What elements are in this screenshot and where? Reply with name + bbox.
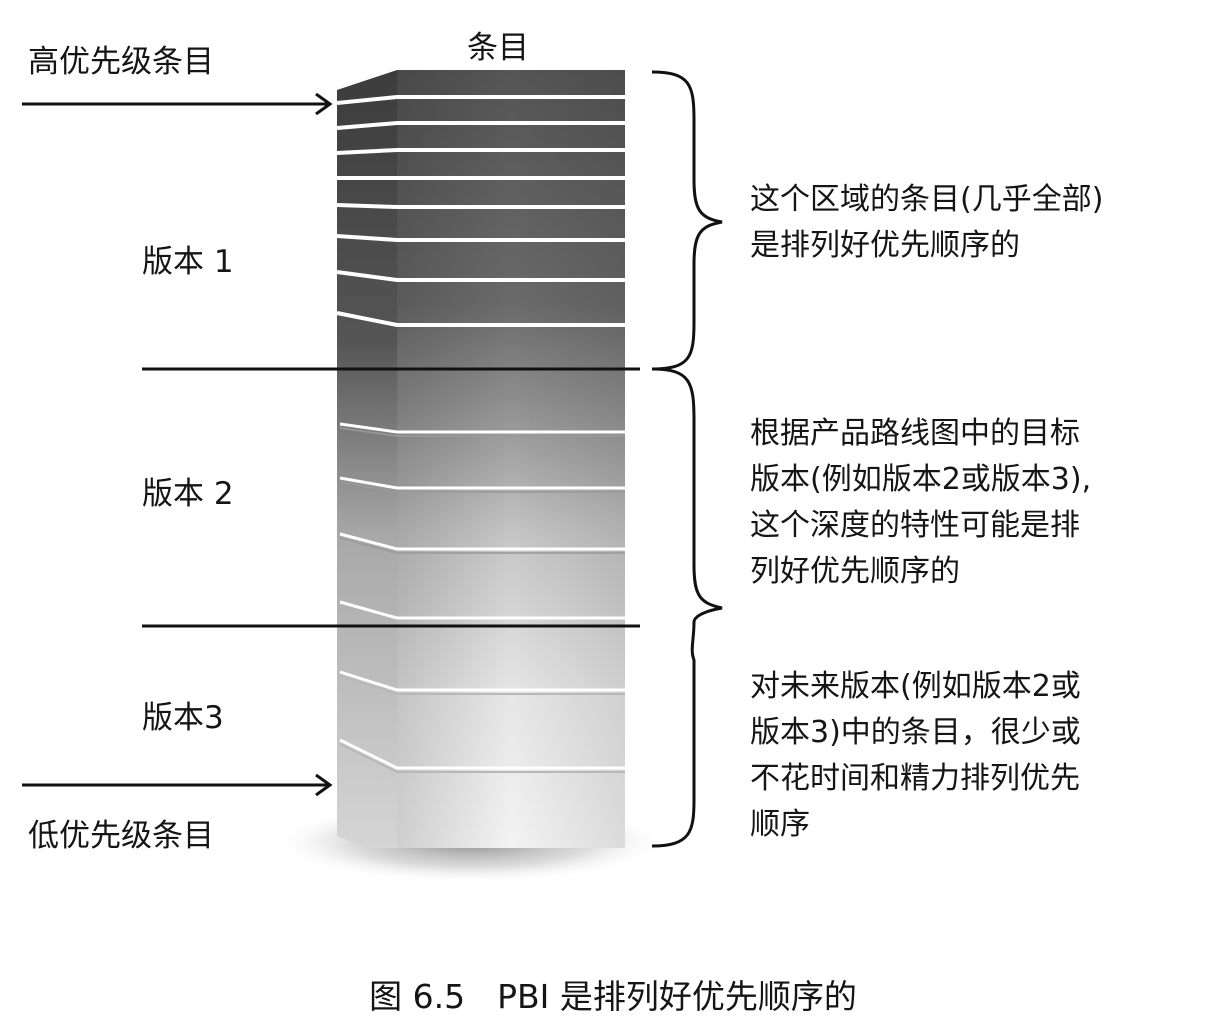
items-column-label: 条目 <box>467 30 529 66</box>
release-3-note: 对未来版本(例如版本2或 版本3)中的条目，很少或 不花时间和精力排列优先 顺序 <box>750 664 1081 848</box>
release-1-label: 版本 1 <box>142 244 234 280</box>
release-3-note-line: 版本3)中的条目，很少或 <box>750 715 1081 750</box>
stack-front-shade <box>397 70 625 848</box>
release-1-note-line: 是排列好优先顺序的 <box>750 228 1020 263</box>
release-2-note-line: 这个深度的特性可能是排 <box>750 508 1080 543</box>
release-3-label: 版本3 <box>142 700 224 736</box>
low-priority-arrow <box>22 773 333 797</box>
release-3-note-line: 不花时间和精力排列优先 <box>750 761 1080 796</box>
release-2-item-shadows <box>339 427 625 554</box>
release-2-note: 根据产品路线图中的目标 版本(例如版本2或版本3), 这个深度的特性可能是排 列… <box>750 411 1091 595</box>
release-2-note-line: 版本(例如版本2或版本3), <box>750 462 1092 497</box>
release-3-item-separators <box>339 670 625 770</box>
release-3-item-shadows <box>339 675 625 773</box>
figure-caption: 图 6.5 PBI 是排列好优先顺序的 <box>0 970 1226 1018</box>
high-priority-label: 高优先级条目 <box>28 44 214 80</box>
release-1-note-line: 这个区域的条目(几乎全部) <box>750 182 1104 217</box>
release-1-item-separators <box>336 95 625 327</box>
high-priority-arrow <box>22 92 333 116</box>
stack-side-face <box>337 70 397 848</box>
low-priority-label: 低优先级条目 <box>28 818 214 854</box>
figure-number: 图 6.5 <box>369 977 466 1016</box>
release-3-note-line: 对未来版本(例如版本2或 <box>750 669 1081 704</box>
release-1-brace <box>651 70 723 371</box>
release-2-note-line: 根据产品路线图中的目标 <box>750 416 1080 451</box>
release-2-brace-visible <box>651 367 723 623</box>
release-2-label: 版本 2 <box>142 476 234 512</box>
release-3-note-line: 顺序 <box>750 807 810 842</box>
release-2-item-separators <box>339 422 625 620</box>
release-3-brace <box>651 621 696 848</box>
release-2-note-line: 列好优先顺序的 <box>750 554 960 589</box>
figure-caption-text: PBI 是排列好优先顺序的 <box>497 977 857 1016</box>
release-1-note: 这个区域的条目(几乎全部) 是排列好优先顺序的 <box>750 177 1103 269</box>
